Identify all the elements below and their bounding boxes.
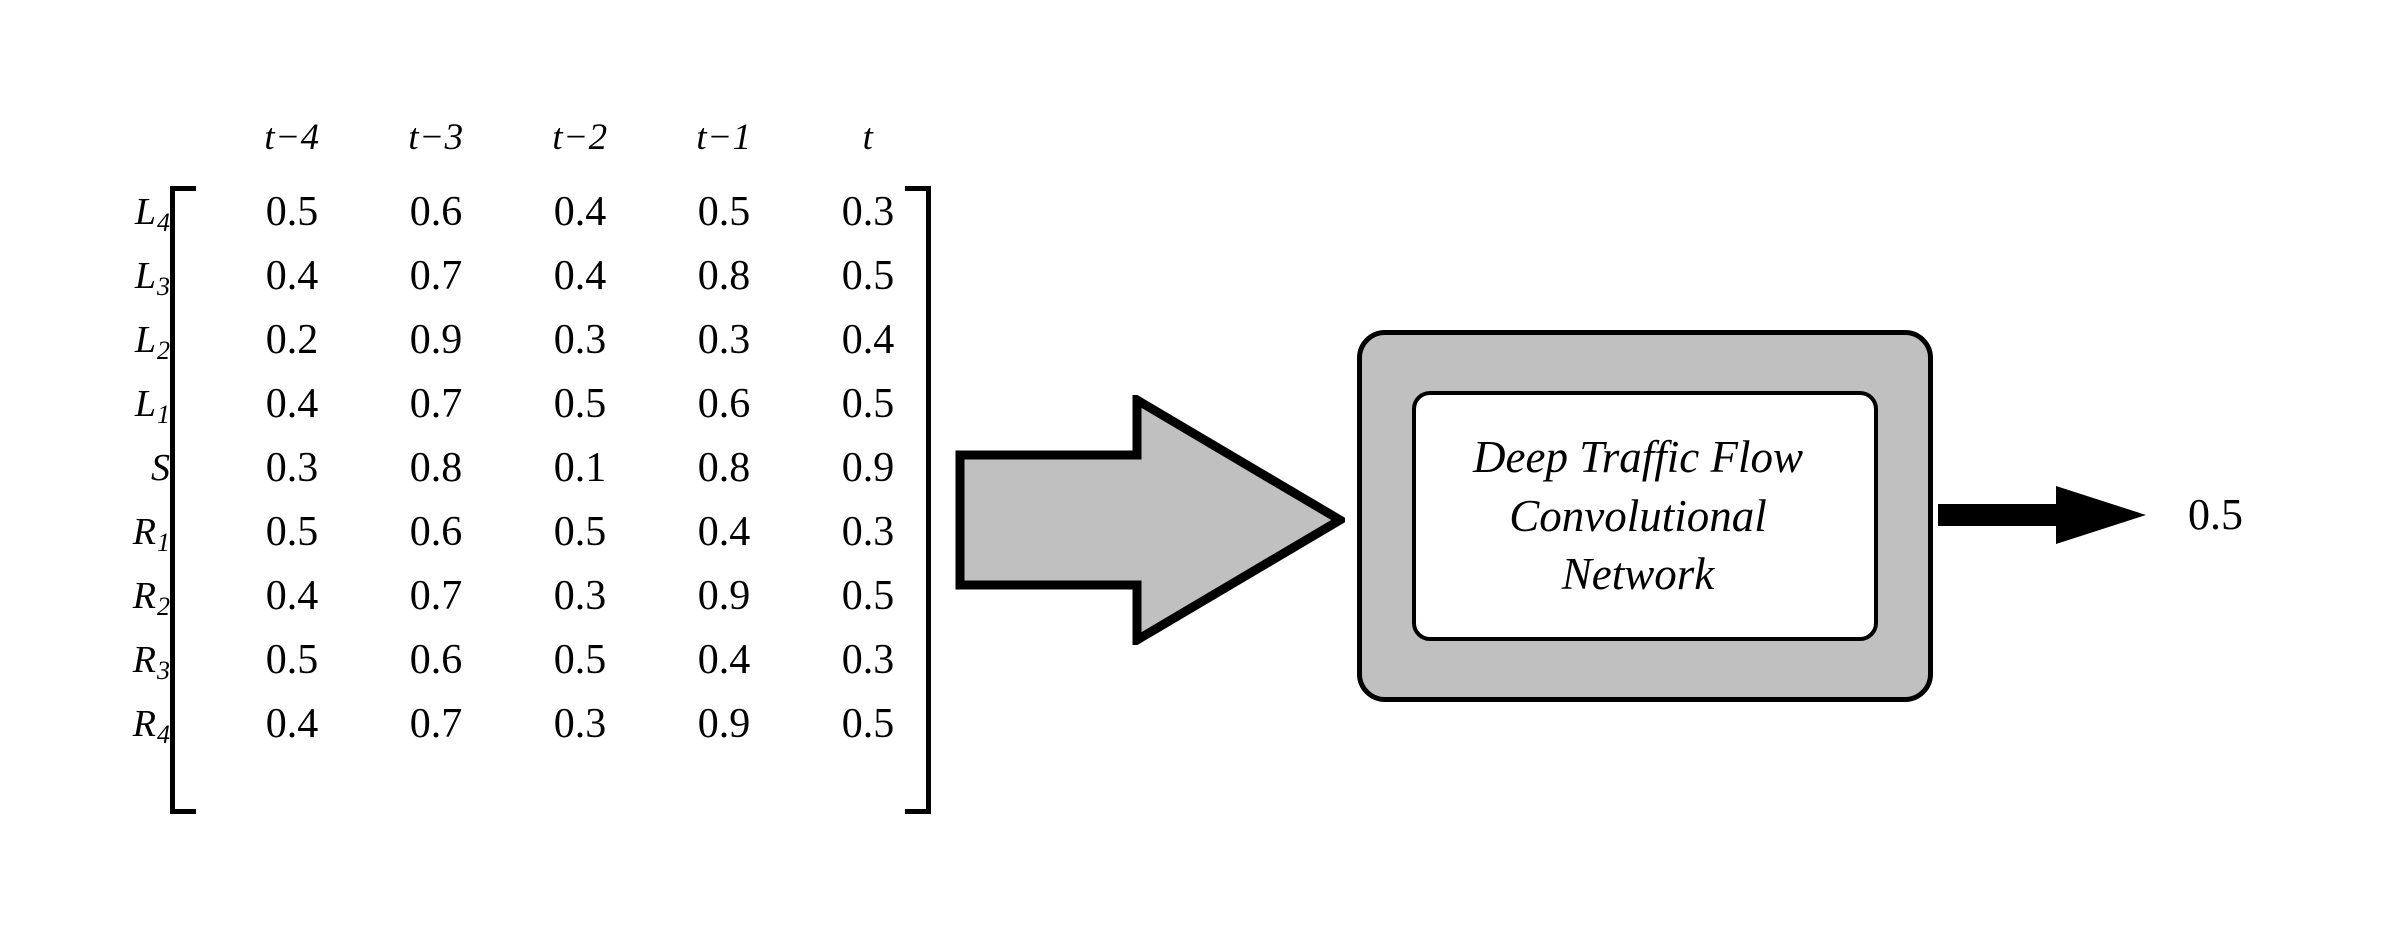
matrix-row: 0.4 0.7 0.5 0.6 0.5 — [220, 372, 940, 436]
matrix-column-header: t — [862, 117, 874, 158]
model-module-box: Deep Traffic Flow Convolutional Network — [1357, 330, 1933, 702]
matrix-cell: 0.4 — [265, 381, 319, 427]
matrix-cell: 0.9 — [697, 573, 751, 619]
matrix-cell: 0.8 — [409, 445, 463, 491]
row-label-subscript: 3 — [157, 272, 170, 302]
matrix-cell: 0.7 — [409, 253, 463, 299]
matrix-row-label: R2 — [60, 564, 170, 628]
matrix-cell: 0.4 — [841, 317, 895, 363]
matrix-cell: 0.5 — [265, 509, 319, 555]
row-label-base: R — [132, 703, 156, 745]
matrix-cell: 0.4 — [553, 253, 607, 299]
matrix-cell: 0.5 — [841, 253, 895, 299]
model-module-inner-box: Deep Traffic Flow Convolutional Network — [1412, 391, 1878, 641]
matrix-cell: 0.3 — [841, 189, 895, 235]
matrix-bracket-left — [170, 186, 196, 814]
matrix-cell: 0.4 — [265, 253, 319, 299]
matrix-cell: 0.5 — [697, 189, 751, 235]
matrix-column-headers: t−4 t−3 t−2 t−1 t — [220, 108, 940, 168]
row-label-base: L — [134, 383, 156, 425]
matrix-row: 0.2 0.9 0.3 0.3 0.4 — [220, 308, 940, 372]
matrix-cell: 0.5 — [841, 573, 895, 619]
matrix-row: 0.5 0.6 0.5 0.4 0.3 — [220, 500, 940, 564]
matrix-row-label: L2 — [60, 308, 170, 372]
matrix-column-header: t−2 — [552, 117, 608, 158]
matrix-cell: 0.5 — [553, 381, 607, 427]
matrix-column-header: t−3 — [408, 117, 464, 158]
output-value: 0.5 — [2188, 490, 2243, 539]
matrix-cell: 0.3 — [841, 637, 895, 683]
matrix-row-label: S — [60, 436, 170, 500]
matrix-row-label: L3 — [60, 244, 170, 308]
matrix-row-label: L1 — [60, 372, 170, 436]
arrow-right-icon — [1938, 478, 2148, 552]
row-label-base: L — [134, 255, 156, 297]
matrix-cell: 0.4 — [265, 701, 319, 747]
matrix-row-label: R4 — [60, 692, 170, 756]
matrix-row: 0.4 0.7 0.3 0.9 0.5 — [220, 564, 940, 628]
row-label-subscript: 2 — [157, 336, 170, 366]
matrix-cell: 0.9 — [697, 701, 751, 747]
matrix-column-header: t−4 — [264, 117, 320, 158]
row-label-subscript: 4 — [157, 208, 170, 238]
row-label-base: S — [151, 447, 170, 489]
matrix-cell: 0.5 — [265, 637, 319, 683]
matrix-cell: 0.6 — [409, 637, 463, 683]
matrix-cell: 0.9 — [409, 317, 463, 363]
matrix-cell: 0.5 — [265, 189, 319, 235]
row-label-subscript: 1 — [157, 528, 170, 558]
matrix-cell: 0.5 — [553, 637, 607, 683]
matrix-row: 0.4 0.7 0.3 0.9 0.5 — [220, 692, 940, 756]
matrix-cell: 0.7 — [409, 701, 463, 747]
matrix-cell: 0.6 — [409, 189, 463, 235]
matrix-cell: 0.8 — [697, 253, 751, 299]
matrix-cell: 0.5 — [553, 509, 607, 555]
row-label-subscript: 3 — [157, 656, 170, 686]
matrix-row: 0.3 0.8 0.1 0.8 0.9 — [220, 436, 940, 500]
matrix-cell: 0.6 — [697, 381, 751, 427]
model-name-label: Deep Traffic Flow Convolutional Network — [1473, 432, 1803, 600]
row-label-base: R — [132, 575, 156, 617]
matrix-cell: 0.4 — [697, 509, 751, 555]
row-label-base: L — [134, 319, 156, 361]
matrix-cell: 0.2 — [265, 317, 319, 363]
matrix-cell: 0.7 — [409, 381, 463, 427]
matrix-cell: 0.8 — [697, 445, 751, 491]
row-label-base: R — [132, 511, 156, 553]
matrix-cell: 0.1 — [553, 445, 607, 491]
matrix-bracket-right — [905, 186, 931, 814]
matrix-cell: 0.9 — [841, 445, 895, 491]
matrix-cell: 0.5 — [841, 381, 895, 427]
matrix-cell: 0.4 — [553, 189, 607, 235]
matrix-cell: 0.7 — [409, 573, 463, 619]
matrix-row: 0.4 0.7 0.4 0.8 0.5 — [220, 244, 940, 308]
matrix-column-header: t−1 — [696, 117, 752, 158]
matrix-row-label: R1 — [60, 500, 170, 564]
block-arrow-right-icon — [955, 392, 1349, 648]
matrix-cell: 0.3 — [553, 317, 607, 363]
matrix-row: 0.5 0.6 0.5 0.4 0.3 — [220, 628, 940, 692]
matrix-cell: 0.3 — [265, 445, 319, 491]
row-label-base: L — [134, 191, 156, 233]
matrix-row: 0.5 0.6 0.4 0.5 0.3 — [220, 180, 940, 244]
row-label-subscript: 1 — [157, 400, 170, 430]
matrix-cell: 0.3 — [697, 317, 751, 363]
matrix-cell: 0.4 — [697, 637, 751, 683]
matrix-row-label: R3 — [60, 628, 170, 692]
matrix-cell: 0.3 — [553, 701, 607, 747]
row-label-subscript: 2 — [157, 592, 170, 622]
matrix-cell: 0.3 — [553, 573, 607, 619]
row-label-subscript: 4 — [157, 720, 170, 750]
row-label-base: R — [132, 639, 156, 681]
matrix-row-label: L4 — [60, 180, 170, 244]
matrix-cell: 0.4 — [265, 573, 319, 619]
matrix-cell: 0.6 — [409, 509, 463, 555]
matrix-cell: 0.3 — [841, 509, 895, 555]
matrix-cell: 0.5 — [841, 701, 895, 747]
